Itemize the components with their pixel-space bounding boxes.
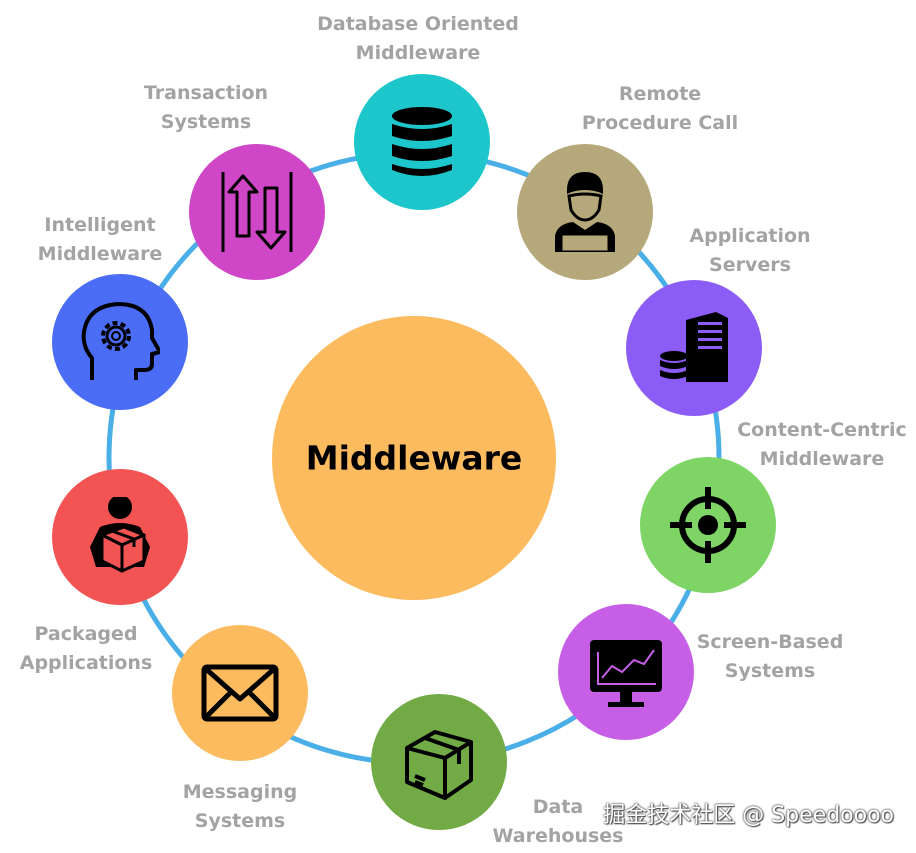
node-circle-database-oriented bbox=[354, 74, 490, 210]
node-circle-data-warehouses bbox=[371, 694, 507, 830]
label-line-1: Screen-Based bbox=[696, 631, 844, 653]
label-line-1: Data bbox=[532, 796, 584, 818]
label-line-1: Database Oriented bbox=[317, 13, 519, 35]
node-content-centric bbox=[640, 457, 776, 593]
label-line-2: Middleware bbox=[355, 42, 481, 64]
node-remote-procedure-call bbox=[517, 144, 653, 280]
center-title: Middleware bbox=[305, 438, 523, 478]
label-line-1: Content-Centric bbox=[737, 419, 907, 441]
node-circle-transaction bbox=[189, 144, 325, 280]
node-application-servers bbox=[626, 280, 762, 416]
node-messaging bbox=[172, 625, 308, 761]
label-line-1: Packaged bbox=[34, 623, 138, 645]
label-line-2: Middleware bbox=[37, 243, 163, 265]
node-circle-messaging bbox=[172, 625, 308, 761]
node-intelligent bbox=[52, 274, 188, 410]
node-transaction bbox=[189, 144, 325, 280]
label-line-1: Transaction bbox=[143, 82, 269, 104]
node-database-oriented bbox=[354, 74, 490, 210]
label-line-2: Middleware bbox=[759, 448, 885, 470]
label-line-1: Messaging bbox=[182, 781, 298, 803]
label-line-2: Procedure Call bbox=[581, 112, 739, 134]
label-line-2: Applications bbox=[19, 652, 153, 674]
label-line-2: Warehouses bbox=[492, 825, 624, 847]
node-screen-based bbox=[558, 604, 694, 740]
label-line-1: Intelligent bbox=[44, 214, 156, 236]
label-line-2: Servers bbox=[709, 254, 791, 276]
node-data-warehouses bbox=[371, 694, 507, 830]
watermark: 掘金技术社区 @ Speedoooo bbox=[603, 803, 894, 828]
label-line-1: Application bbox=[689, 225, 811, 247]
label-line-2: Systems bbox=[194, 810, 286, 832]
node-circle-intelligent bbox=[52, 274, 188, 410]
label-line-1: Remote bbox=[618, 83, 702, 105]
label-line-2: Systems bbox=[160, 111, 252, 133]
middleware-type-nodes bbox=[52, 74, 776, 830]
node-packaged-applications bbox=[52, 469, 188, 605]
label-line-2: Systems bbox=[724, 660, 816, 682]
middleware-center-circle bbox=[272, 316, 556, 600]
node-circle-remote-procedure-call bbox=[517, 144, 653, 280]
